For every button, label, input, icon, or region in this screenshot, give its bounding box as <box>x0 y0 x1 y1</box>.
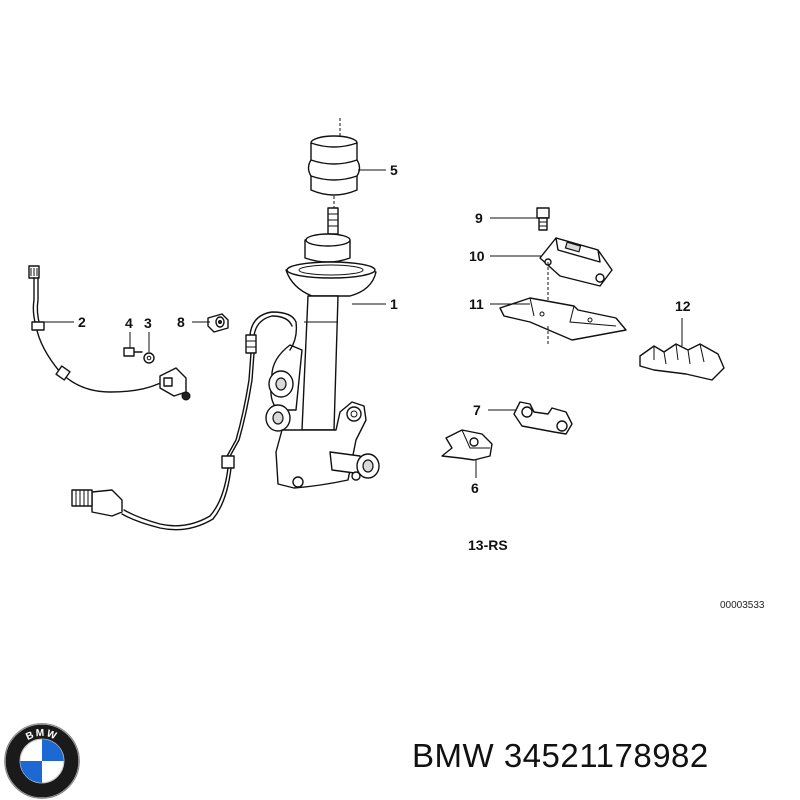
leader-lines <box>40 169 542 478</box>
part-9-bolt <box>536 207 550 231</box>
part-11-bracket <box>499 297 627 344</box>
callout-4: 4 <box>125 315 133 331</box>
part-number: 34521178982 <box>503 737 709 774</box>
callout-5: 5 <box>390 162 398 178</box>
svg-text:BMW: BMW <box>24 728 59 743</box>
long-sensor-cable <box>71 311 298 531</box>
part-8-grommet <box>207 313 229 333</box>
brand-name: BMW <box>412 737 495 774</box>
part-1-strut <box>265 207 380 489</box>
callout-8: 8 <box>177 314 185 330</box>
part-7-holder <box>513 401 573 435</box>
part-6-clip <box>441 429 493 461</box>
callout-13-rs: 13-RS <box>468 537 508 553</box>
callout-6: 6 <box>471 480 479 496</box>
callout-11: 11 <box>469 296 484 312</box>
reference-number: 00003533 <box>720 600 765 611</box>
part-5-boot <box>307 118 361 208</box>
logo-lettering: BMW <box>24 728 57 743</box>
callout-7: 7 <box>473 402 481 418</box>
part-4-screw <box>123 347 143 357</box>
callout-10: 10 <box>469 248 485 264</box>
part-12-clip <box>639 318 725 381</box>
callout-3: 3 <box>144 315 152 331</box>
callout-9: 9 <box>475 210 483 226</box>
brand-part-caption: BMW 34521178982 <box>412 737 709 775</box>
callout-2: 2 <box>78 314 86 330</box>
bmw-logo: BMW <box>4 723 80 799</box>
callout-12: 12 <box>675 298 691 314</box>
part-2-sensor-cable <box>28 265 191 401</box>
callout-1: 1 <box>390 296 398 312</box>
part-3-washer <box>143 352 155 364</box>
part-10-control-unit <box>539 237 613 300</box>
